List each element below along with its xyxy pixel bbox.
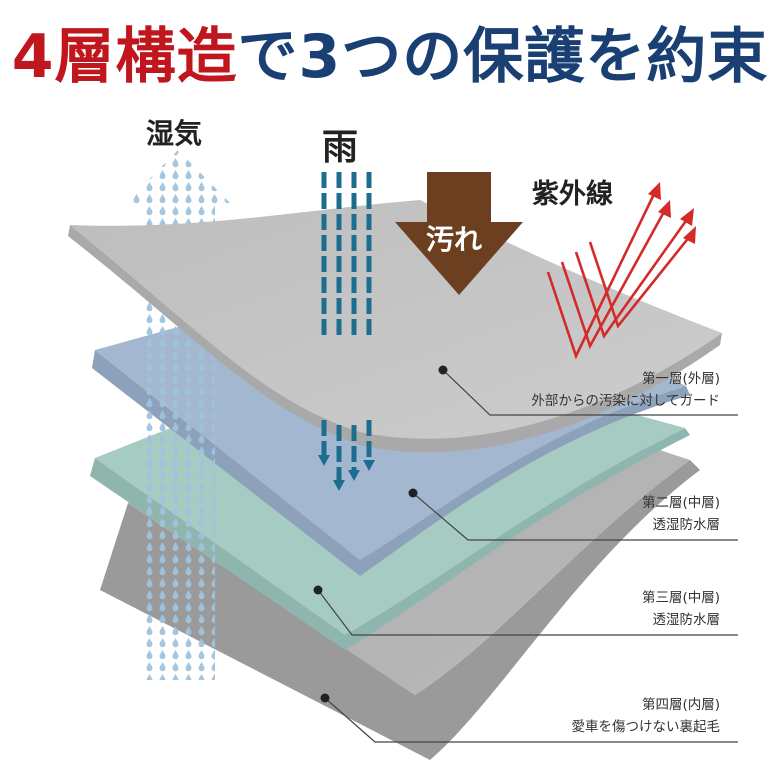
layer-3-desc: 透湿防水層 bbox=[652, 612, 721, 628]
layer-3-label: 第三層(中層) 透湿防水層 bbox=[642, 587, 720, 631]
layer-2-name: 第二層(中層) bbox=[641, 495, 720, 511]
layer-3-name: 第三層(中層) bbox=[641, 590, 720, 606]
layer-4-name: 第四層(内層) bbox=[641, 697, 720, 713]
rain-label: 雨 bbox=[322, 127, 359, 168]
uv-label: 紫外線 bbox=[532, 179, 613, 210]
layer-1-name: 第一層(外層) bbox=[641, 371, 720, 387]
page-title: 4層構造で3つの保護を約束 bbox=[0, 18, 780, 96]
dirt-label: 汚れ bbox=[426, 223, 483, 256]
layer-2-desc: 透湿防水層 bbox=[652, 517, 721, 533]
uv-arrowheads bbox=[648, 182, 696, 244]
layer-1-desc: 外部からの汚染に対してガード bbox=[531, 393, 720, 409]
layer-4-desc: 愛車を傷つけない裏起毛 bbox=[571, 719, 721, 735]
layer-1-label: 第一層(外層) 外部からの汚染に対してガード bbox=[531, 368, 720, 412]
title-highlight: 4層構造 bbox=[11, 22, 238, 92]
leader-lines bbox=[317, 369, 738, 743]
moisture-label: 湿気 bbox=[146, 117, 203, 150]
layer-4-label: 第四層(内層) 愛車を傷つけない裏起毛 bbox=[572, 694, 721, 738]
dirt-arrow-icon bbox=[395, 172, 523, 295]
layer-1-sheet bbox=[68, 200, 722, 453]
uv-arrows-icon bbox=[546, 191, 692, 360]
layer-2-label: 第二層(中層) 透湿防水層 bbox=[642, 492, 720, 536]
rain-arrows-icon bbox=[321, 172, 372, 480]
title-rest: で3つの保護を約束 bbox=[237, 22, 769, 92]
rain-arrowheads bbox=[318, 455, 375, 491]
leader-dots bbox=[313, 365, 448, 703]
